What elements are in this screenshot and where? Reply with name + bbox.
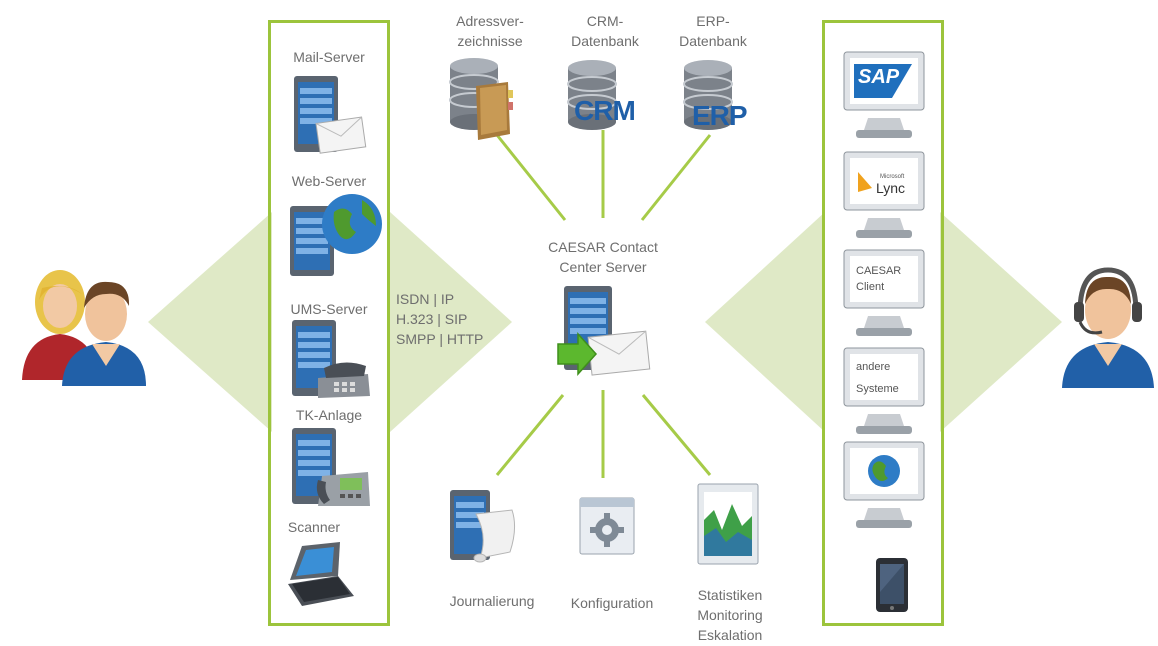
caesar-client-text-2: Client [856, 281, 885, 293]
sap-monitor-icon [843, 51, 925, 138]
protocol-line-2: H.323 | SIP [396, 311, 468, 327]
stats-label-2: Monitoring [697, 607, 763, 623]
left-server-panel [268, 20, 390, 626]
connector-stats [641, 394, 712, 476]
tk-anlage-label: TK-Anlage [295, 407, 363, 423]
caesar-client-monitor-icon [843, 249, 925, 336]
center-title-2: Center Server [559, 259, 647, 275]
agent-icon [1062, 267, 1154, 388]
tk-anlage-icon [292, 428, 370, 506]
lync-monitor-icon [843, 151, 925, 238]
stats-label-3: Eskalation [697, 627, 763, 643]
lync-microsoft-text: Microsoft [880, 174, 905, 180]
stats-label-1: Statistiken [697, 587, 763, 603]
connector-erp [640, 134, 712, 221]
contact-center-server-icon [557, 286, 651, 376]
right-inner-diamond [705, 212, 825, 432]
erp-db-label-1: ERP- [696, 13, 730, 29]
protocol-line-1: ISDN | IP [396, 291, 455, 307]
other-systems-text-2: Systeme [856, 383, 899, 395]
crm-db-label-1: CRM- [586, 13, 624, 29]
smartphone-icon [876, 558, 908, 612]
journal-icon [450, 490, 516, 563]
erp-badge: ERP [692, 100, 748, 131]
other-systems-monitor-icon [843, 347, 925, 434]
connector-journal [495, 394, 565, 476]
web-monitor-icon [843, 441, 925, 528]
web-server-icon [290, 194, 382, 276]
erp-db-label-2: Datenbank [679, 33, 747, 49]
right-client-panel [822, 20, 944, 626]
center-title-1: CAESAR Contact [548, 239, 658, 255]
connector-address [495, 134, 567, 221]
journal-label: Journalierung [449, 593, 535, 609]
address-db-label-1: Adressver- [456, 13, 524, 29]
scanner-icon [288, 542, 354, 606]
mail-server-label: Mail-Server [293, 49, 365, 65]
configuration-icon [579, 497, 635, 555]
right-diamond [940, 212, 1062, 432]
sap-text: SAP [858, 66, 900, 88]
customers-icon [22, 270, 146, 386]
left-diamond [148, 212, 272, 432]
scanner-label: Scanner [287, 519, 341, 535]
left-inner-diamond [390, 212, 512, 432]
web-server-label: Web-Server [291, 173, 367, 189]
address-book-database-icon [449, 58, 513, 140]
other-systems-text-1: andere [856, 361, 891, 373]
lync-text: Lync [876, 180, 906, 196]
mail-server-icon [294, 76, 367, 154]
caesar-client-text-1: CAESAR [856, 265, 902, 277]
address-db-label-2: zeichnisse [457, 33, 523, 49]
erp-database-icon [683, 60, 733, 130]
statistics-icon [697, 483, 759, 565]
configuration-label: Konfiguration [570, 595, 654, 611]
crm-badge: CRM [574, 95, 636, 126]
protocol-line-3: SMPP | HTTP [396, 331, 484, 347]
ums-server-label: UMS-Server [290, 301, 368, 317]
ums-server-icon [292, 320, 370, 398]
crm-db-label-2: Datenbank [571, 33, 639, 49]
crm-database-icon [567, 60, 617, 130]
